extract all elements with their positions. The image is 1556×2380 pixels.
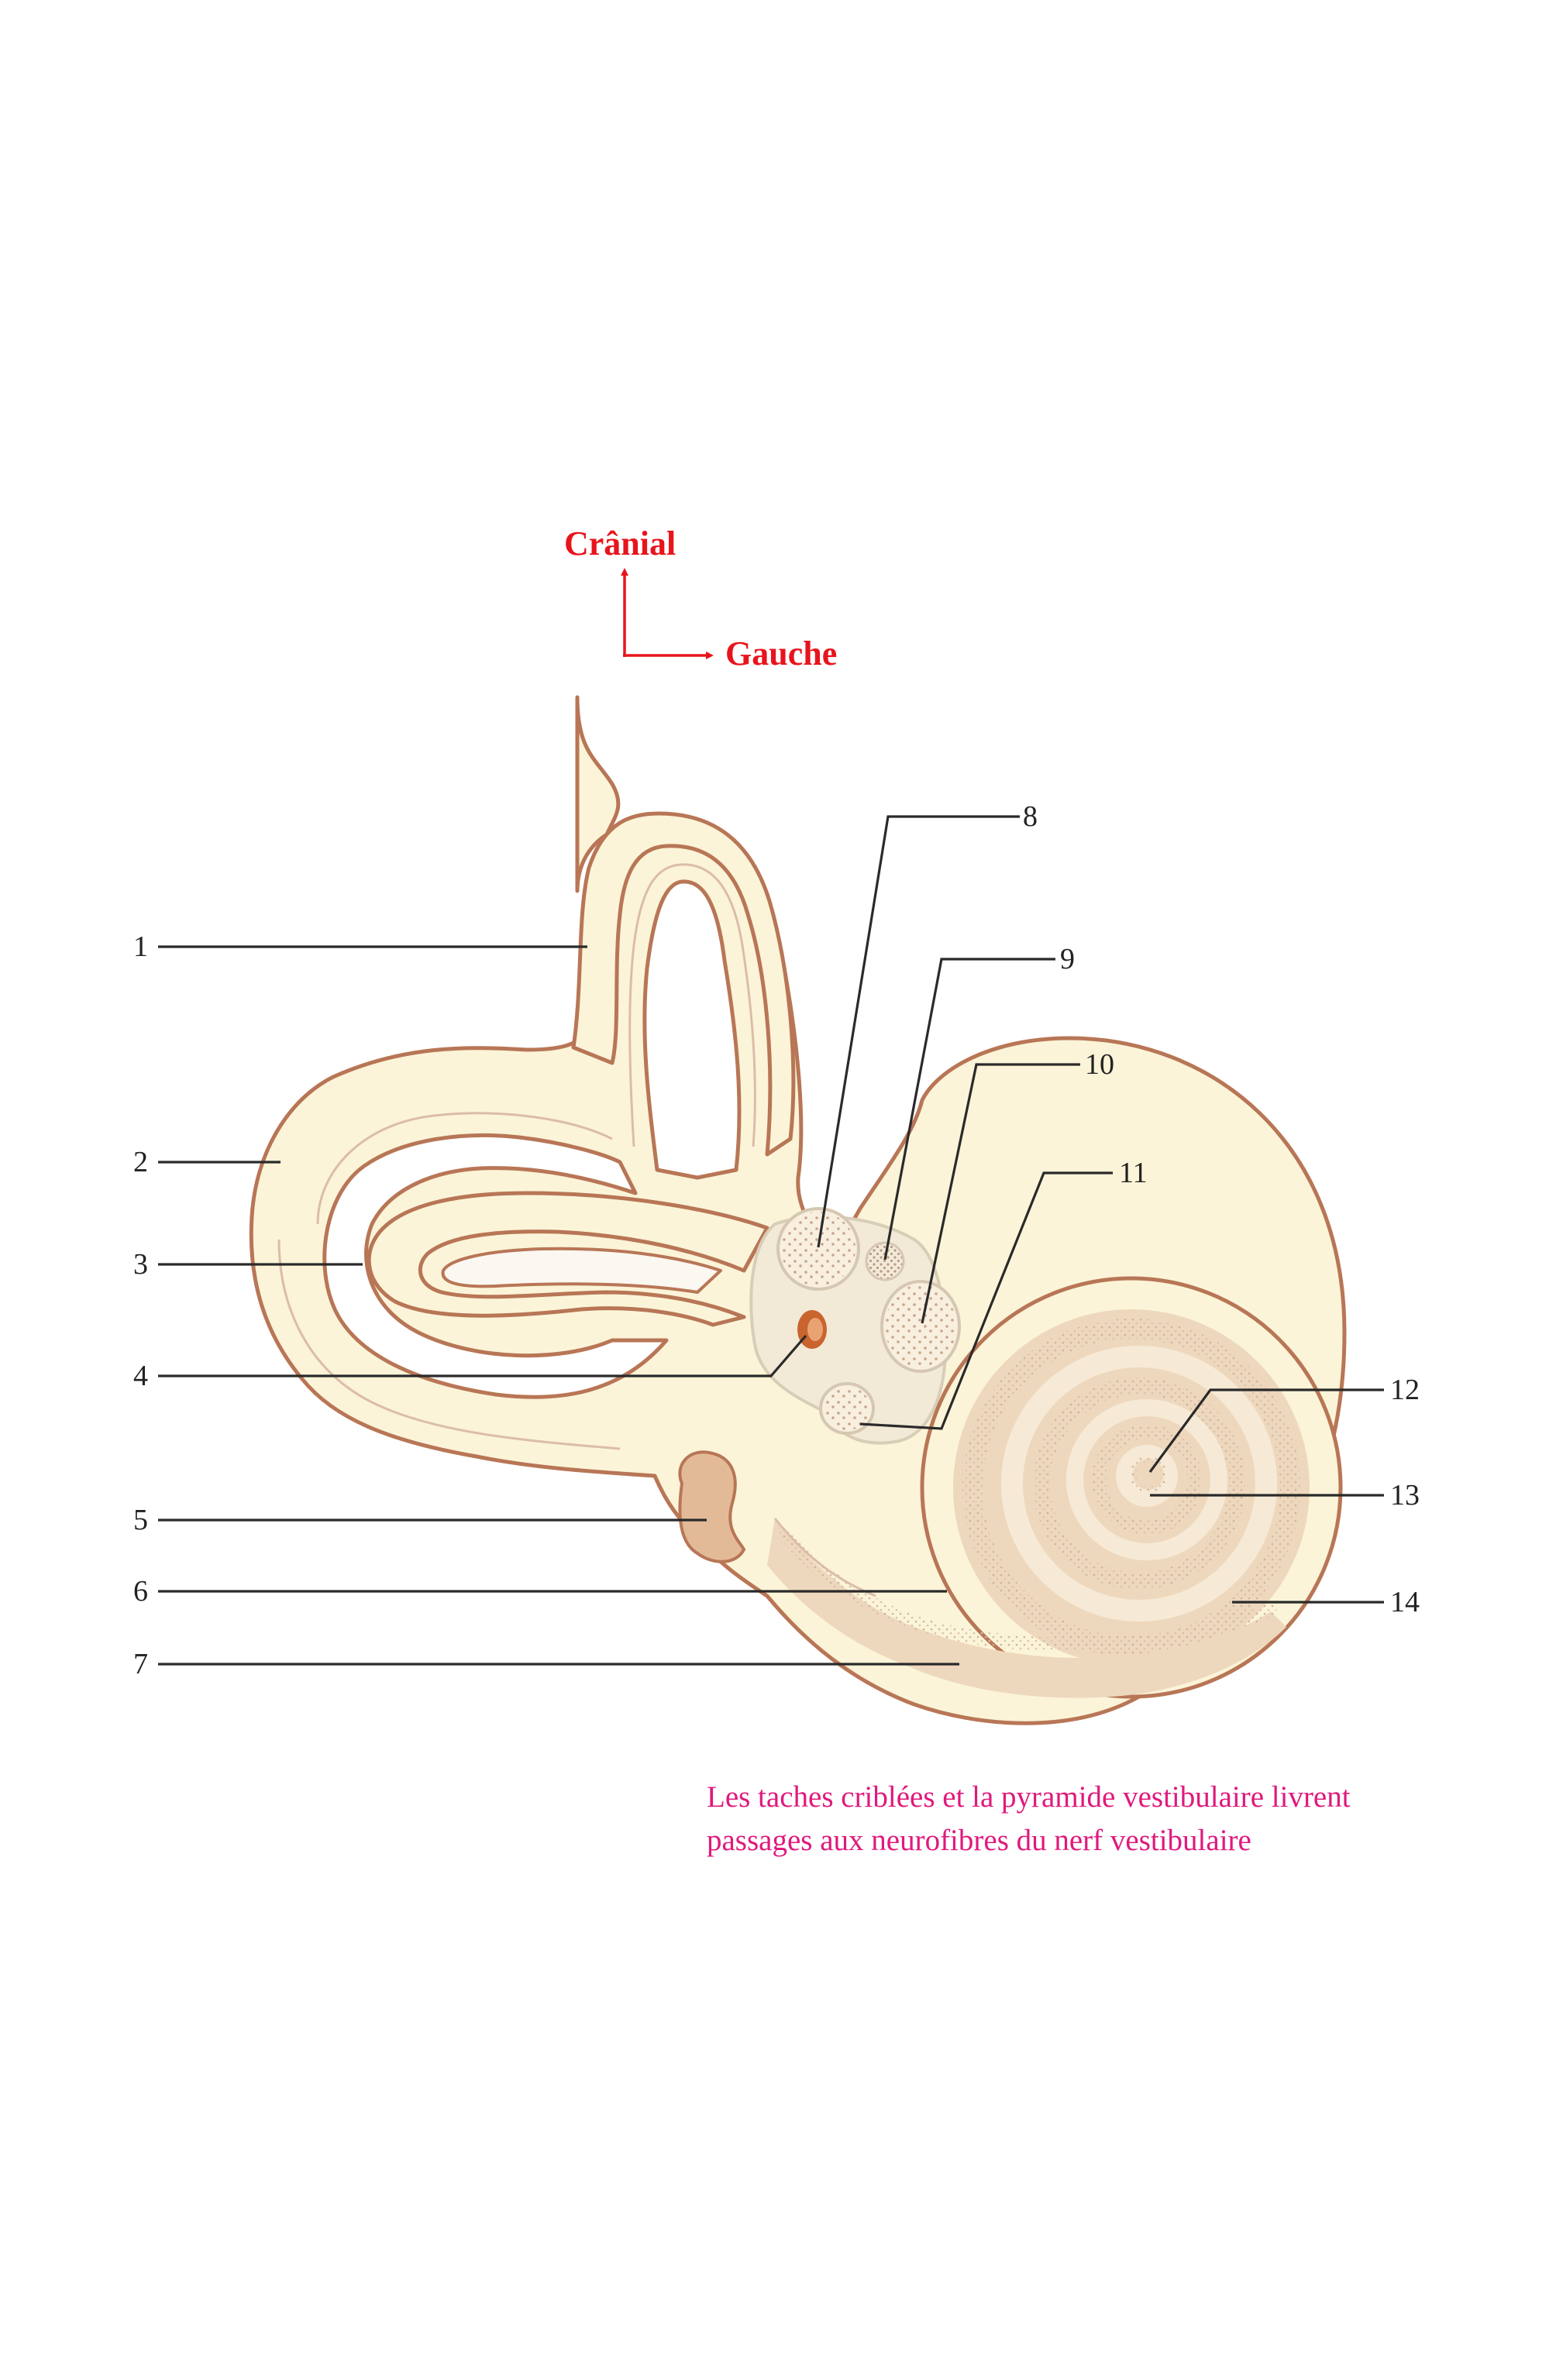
leader-line-10	[921, 1063, 1080, 1324]
label-2: 2	[133, 1146, 148, 1178]
lateral-canal-inner-line	[316, 1112, 613, 1225]
cochlea-helicotrema	[1130, 1456, 1167, 1493]
cochlea-spiral-band-2	[1033, 1377, 1246, 1590]
leader-lines	[158, 815, 1384, 1666]
macula-media-dots	[885, 1285, 956, 1368]
caption-line-1: Les taches criblées et la pyramide vesti…	[707, 1780, 1351, 1814]
label-11: 11	[1119, 1157, 1148, 1189]
macula-inferior-dots	[824, 1387, 870, 1430]
cranial-label: Crânial	[564, 524, 676, 562]
cochlear-window-niche	[678, 1450, 746, 1563]
label-9: 9	[1060, 943, 1075, 975]
number-labels: 1 2 3 4 5 6 7 8 9 10 11 12 13 14	[133, 800, 1420, 1680]
cochlea-spiral-band-3	[1092, 1425, 1203, 1535]
leader-line-8	[817, 815, 1020, 1248]
label-3: 3	[133, 1248, 148, 1281]
basal-turn-wall	[767, 1518, 1286, 1698]
label-1: 1	[133, 930, 148, 963]
leader-line-9	[883, 958, 1055, 1261]
label-12: 12	[1390, 1374, 1420, 1406]
anterior-canal-inner-line	[628, 863, 756, 1147]
label-14: 14	[1390, 1586, 1420, 1618]
basal-turn-band	[776, 1525, 1279, 1653]
bony-labyrinth	[249, 695, 1347, 1725]
vestibular-aqueduct-opening-highlight	[807, 1318, 823, 1341]
caption-line-2: passages aux neurofibres du nerf vestibu…	[707, 1824, 1251, 1857]
posterior-canal-lumen	[441, 1247, 722, 1294]
label-5: 5	[133, 1504, 148, 1536]
label-13: 13	[1390, 1479, 1420, 1512]
left-label: Gauche	[725, 635, 837, 672]
macula-superior-dots	[781, 1212, 855, 1286]
leader-line-12	[1148, 1388, 1384, 1473]
figure-caption: Les taches criblées et la pyramide vesti…	[707, 1776, 1482, 1862]
anterior-canal-lumen	[642, 879, 742, 1180]
lateral-canal-outer-line	[277, 1239, 621, 1450]
leader-line-11	[859, 1171, 1113, 1430]
anterior-canal-bone	[571, 811, 796, 1157]
orientation-indicator: Crânial Gauche	[564, 524, 837, 672]
leader-line-4	[158, 1334, 807, 1377]
label-8: 8	[1023, 800, 1038, 833]
label-4: 4	[133, 1360, 148, 1392]
label-6: 6	[133, 1575, 148, 1608]
lateral-canal-lumen	[322, 1133, 669, 1399]
posterior-canal-bone	[367, 1191, 769, 1327]
label-10: 10	[1085, 1048, 1114, 1081]
label-7: 7	[133, 1648, 148, 1680]
cochlea-spiral-band-1	[962, 1319, 1301, 1656]
pyramid-area	[865, 1241, 905, 1281]
